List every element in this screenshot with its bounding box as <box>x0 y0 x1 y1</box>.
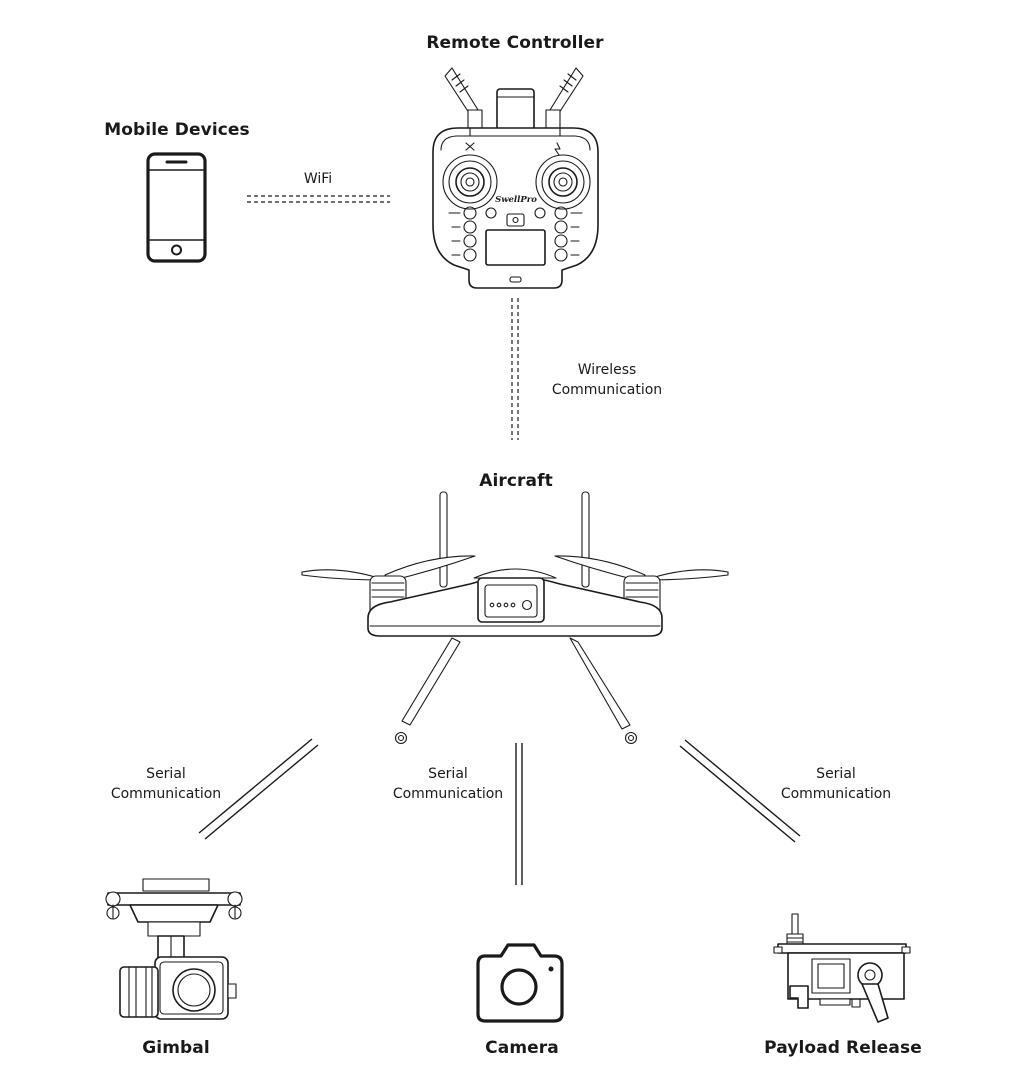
serial-payload-link-line <box>679 739 801 843</box>
remote-controller-title: Remote Controller <box>426 33 604 53</box>
controller-brand-text: SwellPro <box>495 195 537 205</box>
left-buttons <box>448 206 477 262</box>
serial-camera-label-line2: Communication <box>392 786 504 802</box>
wireless-label-line1: Wireless <box>577 362 637 378</box>
left-joystick <box>442 154 498 210</box>
serial-camera-link-line <box>515 743 523 885</box>
serial-camera-label-line1: Serial <box>428 766 468 782</box>
payload-release-title: Payload Release <box>764 1038 922 1058</box>
gimbal-title: Gimbal <box>142 1038 210 1058</box>
serial-gimbal-label: Serial Communication <box>111 764 221 804</box>
aircraft-battery <box>477 577 545 623</box>
wifi-label-text: WiFi <box>303 171 333 187</box>
serial-payload-label-line1: Serial <box>816 766 856 782</box>
wireless-label-line2: Communication <box>551 382 663 398</box>
camera-title: Camera <box>485 1038 559 1058</box>
serial-camera-label: Serial Communication <box>393 764 503 804</box>
controller-screen <box>485 229 546 266</box>
serial-gimbal-label-line2: Communication <box>110 786 222 802</box>
wireless-communication-label: Wireless Communication <box>552 360 662 400</box>
mobile-devices-title: Mobile Devices <box>104 120 250 140</box>
antenna-right <box>545 67 584 129</box>
serial-gimbal-link-line <box>198 738 319 840</box>
right-joystick <box>535 154 591 210</box>
serial-payload-label-line2: Communication <box>780 786 892 802</box>
landing-gear <box>394 637 638 745</box>
aircraft-title: Aircraft <box>479 471 553 491</box>
serial-payload-label: Serial Communication <box>781 764 891 804</box>
wifi-link-line <box>247 195 390 203</box>
serial-gimbal-label-line1: Serial <box>146 766 186 782</box>
right-buttons <box>554 206 583 262</box>
wifi-label: WiFi <box>304 169 332 189</box>
wireless-link-line <box>511 298 519 440</box>
